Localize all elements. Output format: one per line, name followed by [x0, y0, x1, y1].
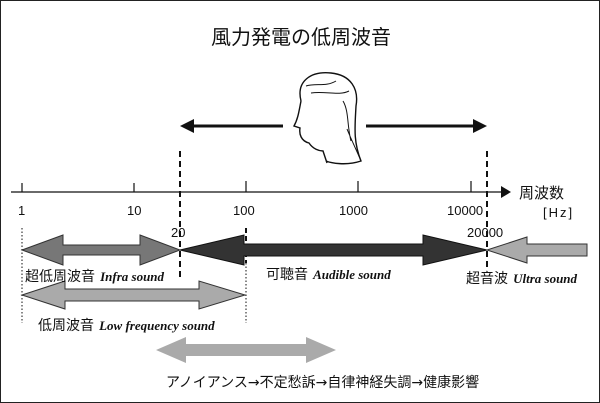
audible-sound-arrow — [179, 234, 488, 266]
page-title: 風力発電の低周波音 — [211, 25, 391, 49]
ultra-sound-arrow — [485, 236, 588, 264]
axis-label: 周波数 — [519, 184, 565, 202]
tick-label: 10000 — [447, 203, 484, 218]
axis-ticks — [21, 181, 472, 192]
tick-label: 1 — [18, 203, 26, 218]
ultra-sound-label: 超音波 Ultra sound — [466, 268, 577, 288]
infra-sound-arrow — [20, 234, 182, 266]
label-en: Audible sound — [313, 267, 391, 282]
label-jp: 低周波音 — [38, 318, 94, 334]
tick-label: 100 — [233, 203, 255, 218]
infra-sound-label: 超低周波音 Infra sound — [25, 266, 164, 286]
axis-unit: [Hz] — [543, 205, 575, 220]
low-frequency-sound-label: 低周波音 Low frequency sound — [38, 315, 215, 335]
label-jp: 可聴音 — [266, 267, 308, 283]
effects-arrow — [156, 337, 336, 363]
low-frequency-sound-arrow — [20, 280, 247, 310]
tick-label: 10 — [127, 203, 142, 218]
audible-sound-label: 可聴音 Audible sound — [266, 264, 391, 284]
tick-label: 1000 — [339, 203, 368, 218]
marker-label-20: 20 — [171, 225, 186, 240]
effects-chain: アノイアンス→不定愁訴→自律神経失調→健康影響 — [166, 375, 480, 391]
human-face-profile-icon — [292, 72, 362, 165]
hearing-arrow-left — [180, 119, 194, 133]
label-en: Low frequency sound — [99, 318, 215, 333]
label-jp: 超低周波音 — [25, 269, 95, 285]
label-en: Infra sound — [100, 269, 165, 284]
hearing-arrow-right — [473, 119, 487, 133]
label-jp: 超音波 — [466, 271, 508, 287]
axis-arrow-head — [501, 186, 511, 198]
marker-label-20000: 20000 — [467, 225, 504, 240]
label-en: Ultra sound — [513, 271, 578, 286]
